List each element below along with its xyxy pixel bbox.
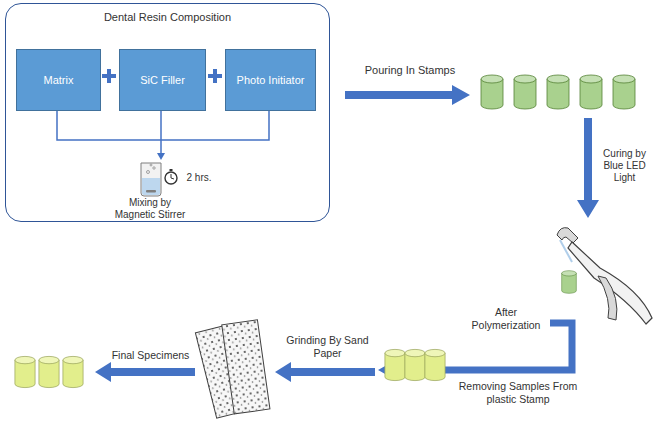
step-label: Curing by Blue LED Light — [594, 148, 655, 184]
step-label: 2 hrs. — [179, 172, 219, 184]
resin-sample — [481, 75, 635, 109]
box-label: Matrix — [44, 74, 74, 86]
clock-icon — [165, 169, 177, 184]
bracket-line — [57, 110, 269, 154]
box-label: SiC Filler — [140, 74, 185, 86]
sandpaper — [195, 320, 270, 418]
step-label: Removing Samples From plastic Stamp — [448, 380, 588, 405]
process-box: Matrix — [16, 49, 101, 111]
beaker-icon — [141, 163, 161, 196]
composition-group: Dental Resin CompositionMatrix SiC Filler… — [5, 3, 330, 222]
process-box: Photo Initiator — [225, 49, 316, 111]
step-label: Mixing by Magnetic Stirrer — [110, 197, 190, 221]
group-title: Dental Resin Composition — [6, 11, 329, 23]
final-specimen — [15, 356, 83, 387]
step-label: Pouring In Stamps — [345, 64, 475, 77]
step-label: Grinding By Sand Paper — [285, 334, 370, 359]
arrow-head — [157, 153, 165, 160]
process-box: SiC Filler — [119, 49, 206, 111]
flow-arrow — [275, 362, 375, 382]
flow-arrow — [577, 118, 599, 218]
flow-arrow — [345, 85, 470, 105]
flow-arrow — [95, 362, 195, 382]
cured-sample — [385, 349, 445, 380]
curing-light — [557, 228, 652, 324]
step-label: Final Specimens — [103, 349, 198, 362]
box-label: Photo Initiator — [237, 74, 305, 86]
step-label: After Polymerization — [466, 306, 546, 331]
